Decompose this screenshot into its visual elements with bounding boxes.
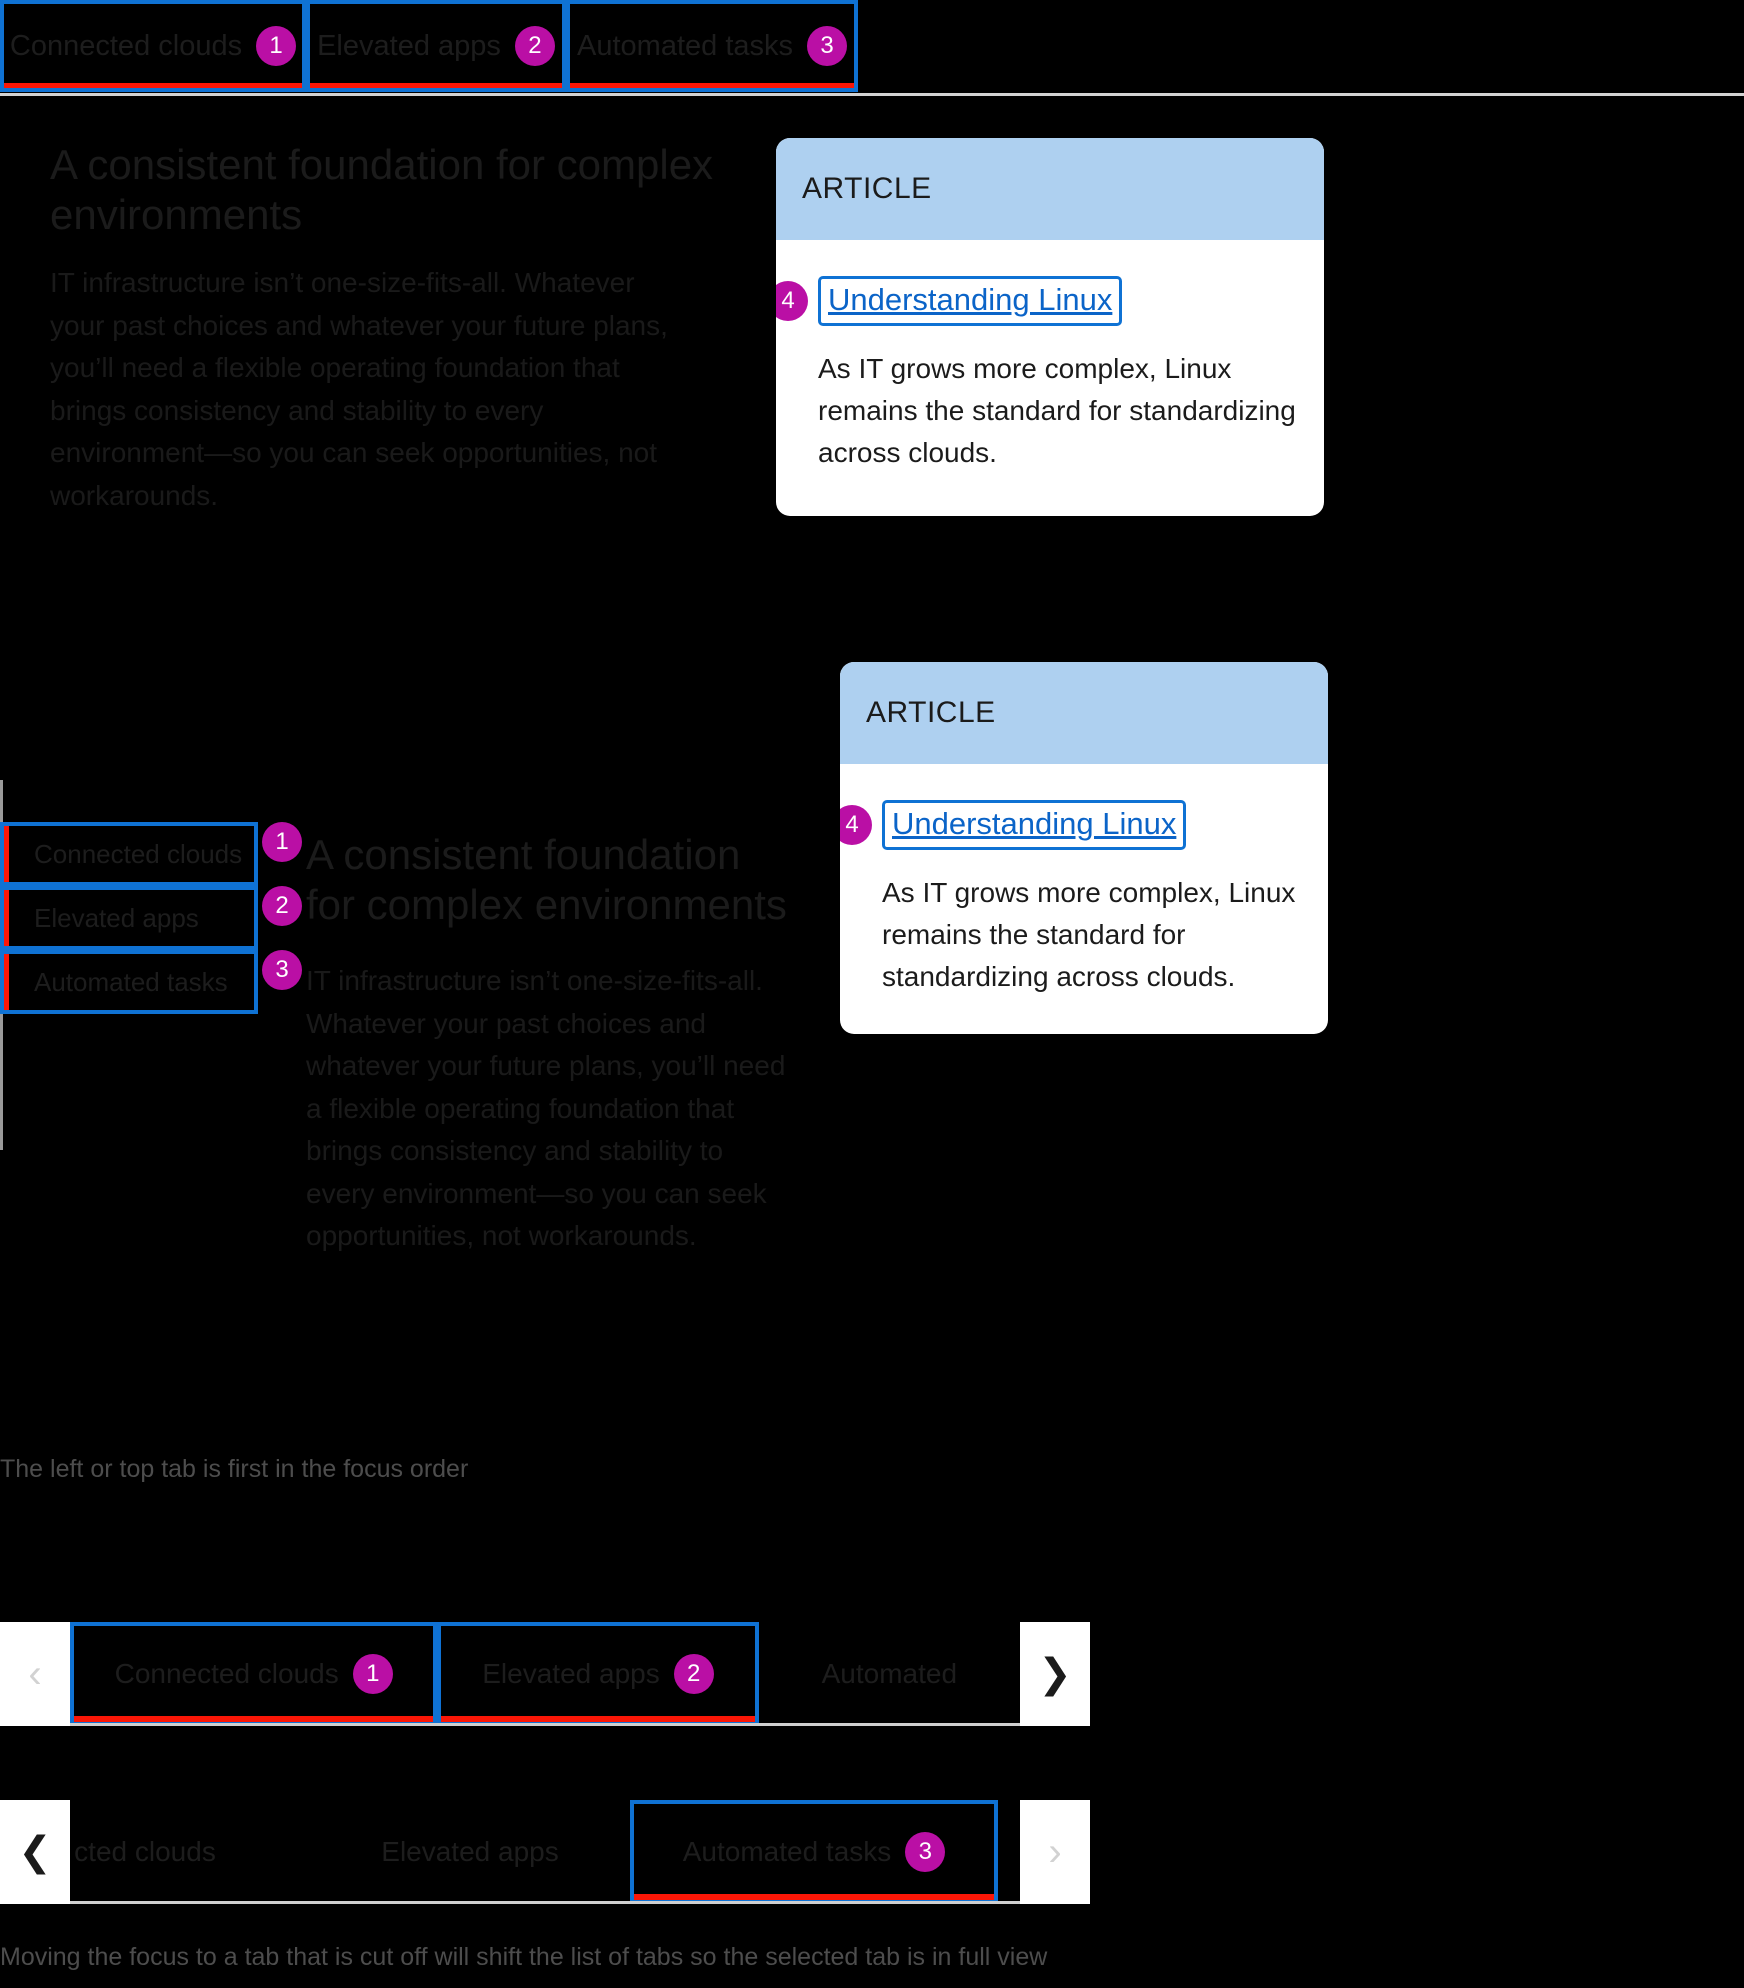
scrollable-tab-bar-1: ‹ Connected clouds 1 Elevated apps 2 Aut… — [0, 1622, 1090, 1726]
active-tab-accent — [310, 83, 562, 88]
tab-label: Connected clouds — [114, 1658, 339, 1689]
active-tab-accent — [74, 1716, 434, 1722]
focus-order-badge: 1 — [262, 822, 302, 862]
focus-order-badge: 2 — [514, 26, 555, 66]
tab-label: cted clouds — [74, 1836, 216, 1867]
page-body-text: IT infrastructure isn’t one-size-fits-al… — [306, 965, 786, 1252]
active-tab-accent — [4, 826, 9, 882]
chevron-right-icon[interactable]: ❯ — [1020, 1622, 1090, 1726]
scrollable-tab-bar-2: ❮ cted clouds Elevated apps Automated ta… — [0, 1800, 1090, 1904]
tab-elevated-apps[interactable]: Elevated apps — [310, 1800, 630, 1904]
chevron-left-icon[interactable]: ❮ — [0, 1800, 70, 1904]
tab-label: Elevated apps — [482, 1658, 660, 1689]
article-link[interactable]: Understanding Linux — [882, 800, 1187, 850]
tab-list-divider — [0, 93, 1744, 96]
chevron-right-icon[interactable]: › — [1020, 1800, 1090, 1904]
tab-connected-clouds-clipped[interactable]: cted clouds — [70, 1800, 310, 1904]
vtab-automated-tasks[interactable]: Automated tasks — [0, 950, 258, 1014]
vertical-focus-order-badges: 1 2 3 — [262, 822, 308, 1014]
active-tab-accent — [441, 1716, 755, 1722]
active-tab-accent — [4, 954, 9, 1010]
focus-order-caption: The left or top tab is first in the focu… — [0, 1455, 469, 1483]
article-card-body: 4 Understanding Linux As IT grows more c… — [776, 276, 1324, 474]
tab-label: Connected clouds — [34, 838, 243, 869]
tab-automated-tasks[interactable]: Automated tasks 3 — [566, 0, 858, 92]
scroll-shift-caption: Moving the focus to a tab that is cut of… — [0, 1943, 1048, 1971]
active-tab-accent — [634, 1894, 994, 1900]
tab-label: Elevated apps — [381, 1836, 559, 1867]
article-link[interactable]: Understanding Linux — [818, 276, 1123, 326]
tab-strip: cted clouds Elevated apps Automated task… — [70, 1800, 1020, 1904]
tab-label: Connected clouds — [9, 29, 243, 62]
horizontal-tab-list: Connected clouds 1 Elevated apps 2 Autom… — [0, 0, 858, 92]
tab-strip-rule — [70, 1723, 1020, 1726]
tab-strip-rule — [70, 1901, 1020, 1904]
article-card-body: 4 Understanding Linux As IT grows more c… — [840, 800, 1328, 998]
focus-order-badge: 3 — [807, 26, 847, 66]
article-description: As IT grows more complex, Linux remains … — [818, 353, 1296, 468]
focus-order-badge: 2 — [262, 886, 302, 926]
article-link-row: 4 Understanding Linux — [840, 800, 1300, 850]
chevron-left-icon[interactable]: ‹ — [0, 1622, 70, 1726]
focus-order-badge: 2 — [673, 1654, 714, 1694]
tab-label: Automated tasks — [34, 966, 228, 997]
tab-label: Automated — [821, 1658, 958, 1689]
tab-automated-tasks[interactable]: Automated tasks 3 — [630, 1800, 998, 1904]
tab-elevated-apps[interactable]: Elevated apps 2 — [437, 1622, 759, 1726]
page-title: A consistent foundation for complex envi… — [306, 831, 787, 929]
tab-elevated-apps[interactable]: Elevated apps 2 — [306, 0, 566, 92]
tab-connected-clouds[interactable]: Connected clouds 1 — [70, 1622, 438, 1726]
article-card: ARTICLE 4 Understanding Linux As IT grow… — [840, 662, 1328, 1034]
tab-label: Elevated apps — [317, 29, 501, 62]
focus-order-badge: 1 — [352, 1654, 393, 1694]
vtab-elevated-apps[interactable]: Elevated apps — [0, 886, 258, 950]
article-eyebrow: ARTICLE — [776, 138, 1324, 240]
page-title: A consistent foundation for complex envi… — [50, 141, 714, 238]
tab-label: Elevated apps — [34, 902, 199, 933]
page-body-text: IT infrastructure isn’t one-size-fits-al… — [50, 267, 668, 511]
tab-connected-clouds[interactable]: Connected clouds 1 — [0, 0, 306, 92]
article-eyebrow: ARTICLE — [840, 662, 1328, 764]
active-tab-accent — [4, 83, 302, 88]
focus-order-badge: 4 — [776, 281, 808, 321]
tab-label: Automated tasks — [577, 29, 793, 62]
active-tab-accent — [570, 83, 854, 88]
article-link-row: 4 Understanding Linux — [776, 276, 1296, 326]
tab-strip: Connected clouds 1 Elevated apps 2 Autom… — [70, 1622, 1020, 1726]
active-tab-accent — [4, 890, 9, 946]
focus-order-badge: 1 — [256, 26, 297, 66]
article-description: As IT grows more complex, Linux remains … — [882, 877, 1296, 992]
tab-automated-tasks-clipped[interactable]: Automated — [758, 1622, 1020, 1726]
vtab-connected-clouds[interactable]: Connected clouds — [0, 822, 258, 886]
focus-order-badge: 3 — [262, 950, 302, 990]
focus-order-badge: 4 — [840, 805, 872, 845]
focus-order-badge: 3 — [905, 1832, 946, 1872]
tab-label: Automated tasks — [682, 1836, 892, 1867]
article-card: ARTICLE 4 Understanding Linux As IT grow… — [776, 138, 1324, 516]
vertical-tab-list: Connected clouds Elevated apps Automated… — [0, 822, 258, 1014]
